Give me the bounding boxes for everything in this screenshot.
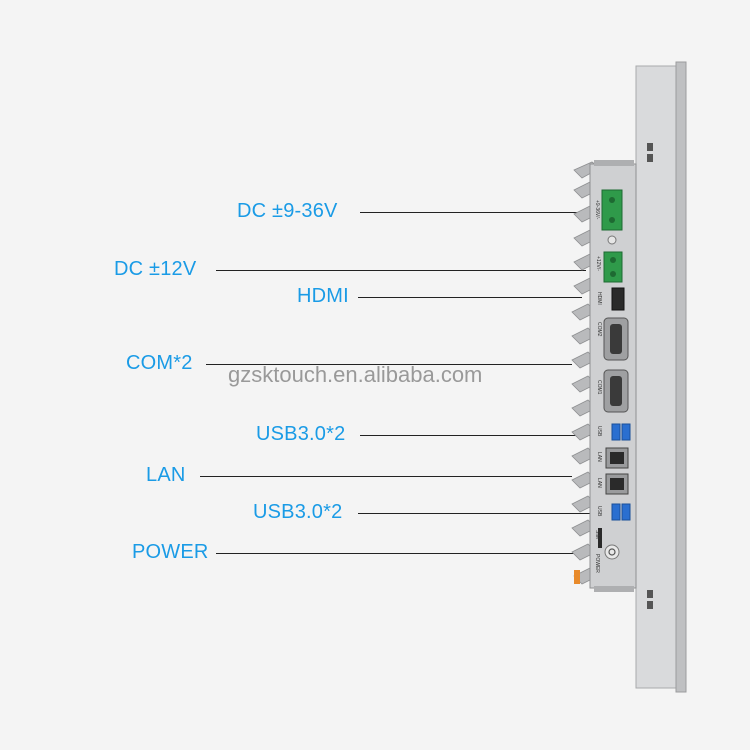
leader-line-dc-9-36v [360, 212, 582, 213]
port-label-com1: COM1 [596, 380, 602, 395]
port-label-sim: SIM [594, 530, 600, 539]
usb-port-3 [611, 503, 621, 521]
port-label-hdmi: HDMI [596, 292, 602, 305]
port-label-lan2: LAN [596, 478, 602, 488]
leader-line-power [216, 553, 582, 554]
port-label-usb1: USB [596, 426, 602, 437]
leader-line-lan [200, 476, 572, 477]
callout-dc-12v: DC ±12V [114, 258, 197, 280]
port-label-lan1: LAN [596, 452, 602, 462]
leader-line-usb-top [360, 435, 590, 436]
mount-slot-bottom-1 [647, 590, 653, 598]
hdmi-port [611, 287, 625, 311]
port-label-usb2: USB [596, 506, 602, 517]
callout-lan: LAN [146, 464, 186, 486]
panel-front-bezel [675, 61, 687, 693]
port-label-dc2: +12V/- [595, 256, 601, 271]
port-label-dc1: +9-36V/- [594, 200, 600, 220]
leader-line-hdmi [358, 297, 582, 298]
usb-port-2 [621, 423, 631, 441]
callout-power: POWER [132, 541, 209, 563]
leader-line-usb-bottom [358, 513, 590, 514]
leader-line-dc-12v [216, 270, 586, 271]
callout-usb-top: USB3.0*2 [256, 423, 346, 445]
mount-slot-top-2 [647, 154, 653, 162]
mount-slot-top-1 [647, 143, 653, 151]
orange-accent [574, 570, 580, 584]
ground-screw [607, 235, 617, 245]
callout-dc-9-36v: DC ±9-36V [237, 200, 338, 222]
leader-line-com [206, 364, 572, 365]
callout-hdmi: HDMI [297, 285, 349, 307]
usb-port-4 [621, 503, 631, 521]
io-panel-top-cap [594, 160, 634, 166]
dc-9-36v-terminal [601, 189, 623, 231]
usb-port-1 [611, 423, 621, 441]
port-label-power: POWER [594, 554, 600, 573]
callout-usb-bottom: USB3.0*2 [253, 501, 343, 523]
panel-frame [635, 65, 681, 689]
io-panel-bottom-cap [594, 586, 634, 592]
dc-12v-terminal [603, 251, 623, 283]
sim-slot [598, 528, 602, 548]
port-label-com2: COM2 [596, 322, 602, 337]
watermark-text: gzsktouch.en.alibaba.com [228, 362, 483, 387]
mount-slot-bottom-2 [647, 601, 653, 609]
callout-com: COM*2 [126, 352, 193, 374]
power-button [604, 544, 620, 560]
